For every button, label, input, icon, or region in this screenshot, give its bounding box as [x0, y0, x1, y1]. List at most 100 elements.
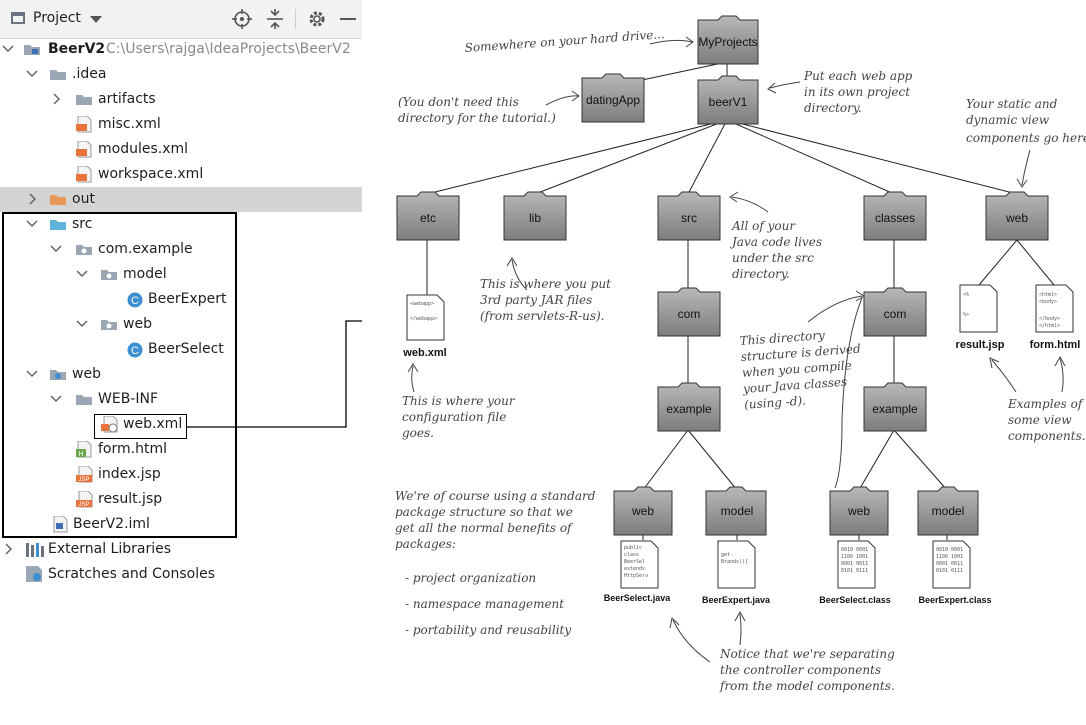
tree-row-artifacts[interactable]: artifacts [0, 87, 362, 112]
project-panel: Project BeerV2 C [0, 0, 362, 725]
chevron-right-icon[interactable] [26, 187, 38, 212]
svg-text:lib: lib [529, 211, 541, 225]
svg-text:under the src: under the src [732, 251, 814, 265]
svg-text:1100 1001: 1100 1001 [936, 554, 963, 560]
tree-row-src[interactable]: src [0, 212, 362, 237]
tree-row-com-example[interactable]: com.example [0, 237, 362, 262]
note-package: We're of course using a standard package… [395, 489, 596, 551]
folder-model-src: model [705, 486, 767, 536]
tree-row-web-xml[interactable]: web.xml [0, 412, 362, 437]
svg-text:Brands(){: Brands(){ [721, 559, 748, 565]
tree-label: web [123, 316, 152, 332]
tree-row-model[interactable]: model [0, 262, 362, 287]
svg-text:0101 0111: 0101 0111 [936, 568, 963, 574]
svg-text:model: model [932, 504, 965, 518]
tree-row-web-inf[interactable]: WEB-INF [0, 387, 362, 412]
package-icon [101, 320, 117, 330]
project-root-label: BeerV2 [48, 41, 106, 57]
tree-label: BeerExpert [148, 291, 227, 307]
svg-text:This directory: This directory [739, 328, 825, 348]
svg-text:model: model [721, 504, 754, 518]
chevron-down-icon[interactable] [26, 212, 38, 237]
svg-text:Java code lives: Java code lives [729, 235, 822, 249]
locate-icon[interactable] [232, 9, 252, 29]
tree-row-misc-xml[interactable]: misc.xml [0, 112, 362, 137]
web-xml-file-icon [101, 416, 118, 433]
file-form-html: form.html [1030, 339, 1081, 351]
svg-text:configuration file: configuration file [402, 410, 506, 424]
chevron-down-icon[interactable] [90, 16, 102, 23]
note-third-party: This is where you put 3rd party JAR file… [480, 277, 611, 323]
svg-text:- portability and reusability: - portability and reusability [405, 623, 571, 637]
svg-text:</body>: </body> [1039, 316, 1060, 322]
tree-row-out[interactable]: out [0, 187, 362, 212]
tree-row-form-html[interactable]: H form.html [0, 437, 362, 462]
folder-datingapp: datingApp [581, 73, 645, 123]
tree-label: BeerV2.iml [73, 516, 150, 532]
iml-file-icon [53, 516, 68, 533]
class-icon: C [127, 342, 143, 358]
class-icon: C [127, 292, 143, 308]
minimize-icon[interactable] [340, 18, 356, 20]
svg-text:MyProjects: MyProjects [698, 35, 757, 49]
svg-text:some view: some view [1008, 413, 1072, 427]
tree-row-workspace-xml[interactable]: workspace.xml [0, 162, 362, 187]
tree-label: artifacts [98, 91, 156, 107]
tree-row-external-libraries[interactable]: External Libraries [0, 537, 362, 562]
svg-text:0010 0001: 0010 0001 [841, 547, 868, 553]
chevron-down-icon[interactable] [2, 37, 14, 62]
folder-icon [76, 95, 92, 105]
tree-row-idea[interactable]: .idea [0, 62, 362, 87]
tree-row-beerexpert[interactable]: C BeerExpert [0, 287, 362, 312]
svg-text:dynamic view: dynamic view [966, 113, 1050, 127]
chevron-down-icon[interactable] [76, 312, 88, 337]
tree-label: External Libraries [48, 541, 171, 557]
tree-row-root[interactable]: BeerV2 C:\Users\rajga\IdeaProjects\BeerV… [0, 37, 362, 62]
file-beerexpert-java: BeerExpert.java [702, 595, 771, 605]
note-config: This is where your configuration file go… [402, 394, 516, 440]
tree-label: misc.xml [98, 116, 161, 132]
folder-myprojects: MyProjects [697, 15, 759, 65]
chevron-down-icon[interactable] [50, 237, 62, 262]
tree-label: com.example [98, 241, 193, 257]
tree-label: src [72, 216, 93, 232]
chevron-down-icon[interactable] [26, 362, 38, 387]
tree-label: modules.xml [98, 141, 189, 157]
xml-file-icon [76, 141, 92, 158]
chevron-down-icon[interactable] [26, 62, 38, 87]
folder-lib: lib [503, 191, 567, 241]
svg-text:in its own project: in its own project [804, 85, 910, 99]
file-beerselect-java: BeerSelect.java [604, 593, 672, 603]
tree-row-beerselect[interactable]: C BeerSelect [0, 337, 362, 362]
collapse-all-icon[interactable] [265, 9, 285, 29]
svg-text:(using -d).: (using -d). [744, 394, 807, 412]
tree-lines [426, 61, 1055, 540]
tree-row-iml[interactable]: BeerV2.iml [0, 512, 362, 537]
folder-web-classes: web [829, 486, 889, 536]
file-beerselect-class: BeerSelect.class [819, 595, 891, 605]
note-hard-drive: Somewhere on your hard drive... [464, 27, 665, 55]
project-view-title[interactable]: Project [33, 10, 81, 26]
annotation-arrows [407, 36, 1066, 663]
tree-row-index-jsp[interactable]: JSP index.jsp [0, 462, 362, 487]
note-structure: This directory structure is derived when… [739, 328, 861, 412]
svg-text:- project organization: - project organization [405, 571, 536, 585]
tree-label: result.jsp [98, 491, 163, 507]
chevron-down-icon[interactable] [76, 262, 88, 287]
tree-label: WEB-INF [98, 391, 158, 407]
tree-row-web[interactable]: web [0, 362, 362, 387]
tree-row-web-package[interactable]: web [0, 312, 362, 337]
chevron-down-icon[interactable] [50, 387, 62, 412]
tree-row-modules-xml[interactable]: modules.xml [0, 137, 362, 162]
tree-row-scratches[interactable]: Scratches and Consoles [0, 562, 362, 587]
file-web-xml: web.xml [402, 347, 446, 359]
svg-text:directory for the tutorial.): directory for the tutorial.) [398, 111, 556, 125]
html-file-icon: H [76, 441, 92, 458]
svg-text:com: com [678, 307, 701, 321]
tree-row-result-jsp[interactable]: JSP result.jsp [0, 487, 362, 512]
chevron-right-icon[interactable] [2, 537, 14, 562]
svg-text:<html>: <html> [1039, 292, 1057, 298]
gear-icon[interactable] [307, 9, 327, 29]
svg-text:web: web [631, 504, 654, 518]
chevron-right-icon[interactable] [50, 87, 62, 112]
